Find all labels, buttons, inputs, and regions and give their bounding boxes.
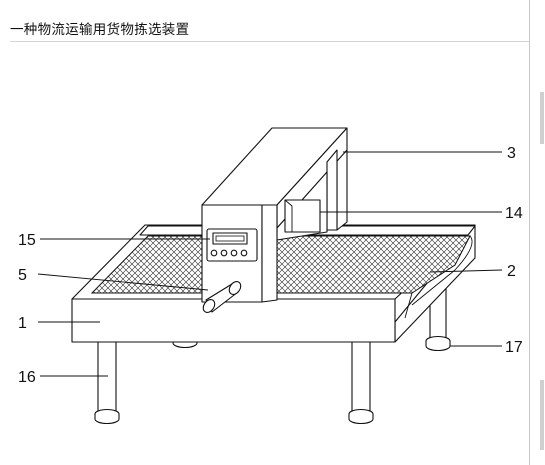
display-screen [212,232,248,245]
scrollbar-segment [540,92,544,144]
label-5: 5 [18,267,27,284]
table-front-face [71,298,396,343]
label-1: 1 [18,315,27,332]
conveyor-belt [90,235,471,294]
label-17: 17 [505,339,523,356]
pusher-cylinder [202,281,242,313]
label-3: 3 [507,145,516,162]
label-16: 16 [18,369,36,386]
label-2: 2 [507,263,516,280]
label-15: 15 [18,232,36,249]
page-title: 一种物流运输用货物拣选装置 [10,22,190,38]
label-14: 14 [505,205,523,222]
front-leg-right [348,341,374,425]
scrollbar-segment [540,380,544,450]
title-divider [10,41,530,42]
panel-border [529,0,530,465]
front-leg-left [94,341,120,425]
